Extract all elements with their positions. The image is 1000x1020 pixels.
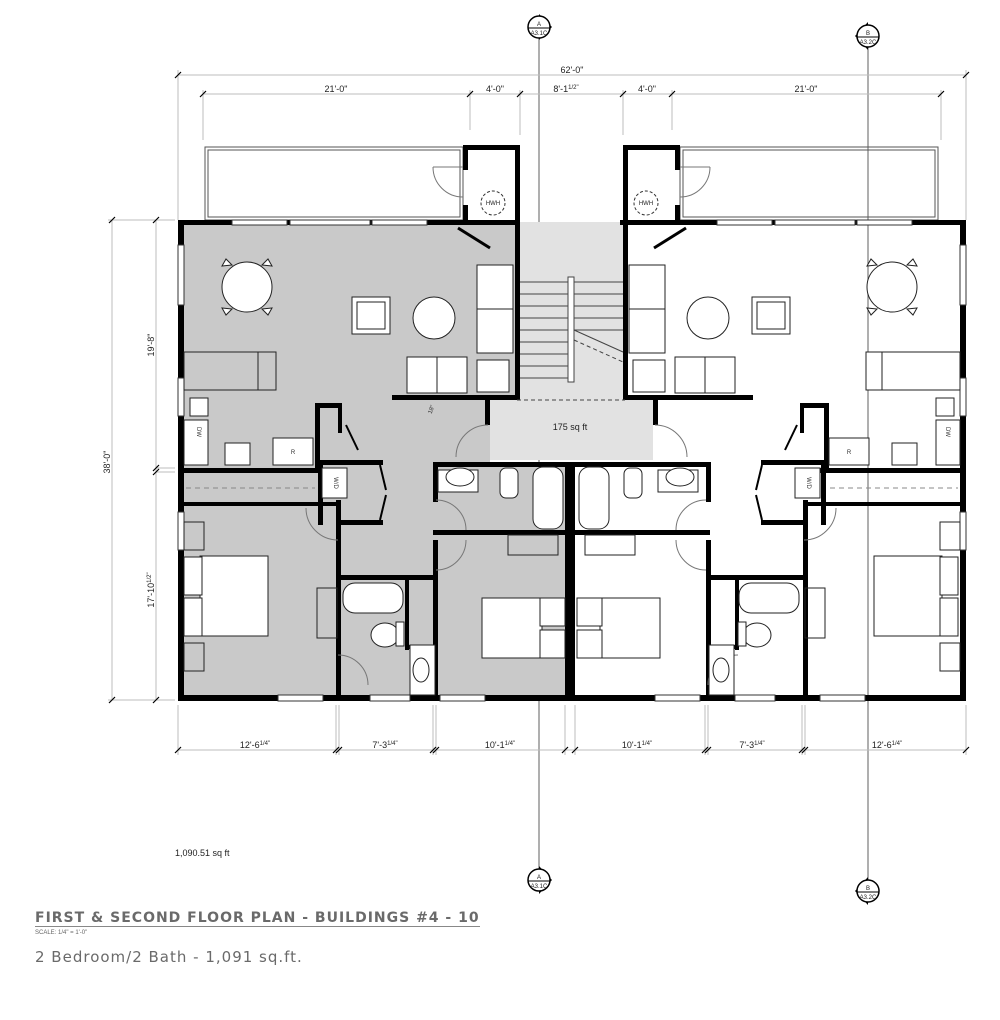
- furniture-left: [183, 258, 566, 696]
- dim-bottom-3-fraction: 1/4": [505, 741, 515, 747]
- section-b-bottom-id: B: [866, 886, 870, 892]
- dim-top-1: 21'-0": [325, 84, 348, 94]
- dim-top-3-main: 8'-1: [553, 84, 568, 94]
- dim-top-5: 21'-0": [795, 84, 818, 94]
- furniture-right: [576, 258, 961, 696]
- total-area-label: 1,090.51 sq ft: [175, 848, 230, 858]
- dim-bottom-1-main: 12'-6: [240, 740, 260, 750]
- section-a-bottom-id: A: [537, 875, 541, 881]
- stair-landing-area: 175 sq ft: [553, 422, 588, 432]
- section-a-sheet: A3.1C: [531, 31, 548, 37]
- drawing-scale: SCALE: 1/4" = 1'-0": [35, 930, 88, 936]
- dim-bottom-1: 12'-61/4": [240, 740, 270, 750]
- dim-bottom-5-main: 7'-3: [739, 740, 754, 750]
- dim-left-2-main: 17'-10: [146, 583, 156, 608]
- unit-description: 2 Bedroom/2 Bath - 1,091 sq.ft.: [35, 948, 303, 966]
- windows: [177, 219, 967, 702]
- dim-bottom-2: 7'-31/4": [372, 740, 397, 750]
- balcony-right: [679, 146, 939, 221]
- section-marker-b-top: B A3.2C: [855, 22, 880, 50]
- water-heater-right: HWH: [633, 190, 659, 216]
- dim-bottom-4-fraction: 1/4": [642, 741, 652, 747]
- dim-overall-width: 62'-0": [561, 65, 584, 75]
- dim-bottom-6: 12'-61/4": [872, 740, 902, 750]
- section-marker-b-bottom: B A3.2C: [855, 877, 880, 905]
- dim-left-2-fraction: 1/2": [147, 572, 153, 582]
- section-b-id: B: [866, 31, 870, 37]
- dishwasher-label-right: DW: [944, 427, 950, 437]
- balcony-left: [204, 146, 464, 221]
- section-a-bottom-sheet: A3.1C: [531, 884, 548, 890]
- drawing-title: FIRST & SECOND FLOOR PLAN - BUILDINGS #4…: [35, 910, 480, 927]
- clearance-dimension: 18": [428, 404, 437, 414]
- dimension-lines: [108, 70, 967, 755]
- section-a-id: A: [537, 22, 541, 28]
- staircase: [517, 276, 625, 401]
- dim-bottom-5-fraction: 1/4": [754, 741, 764, 747]
- dim-bottom-6-fraction: 1/4": [892, 741, 902, 747]
- dim-top-3: 8'-11/2": [553, 84, 578, 94]
- dim-bottom-4-main: 10'-1: [622, 740, 642, 750]
- water-heater-left: HWH: [480, 190, 506, 216]
- dim-top-4: 4'-0": [638, 84, 656, 94]
- washer-dryer-label-right: W/D: [805, 477, 811, 489]
- dim-bottom-3-main: 10'-1: [485, 740, 505, 750]
- dim-top-3-fraction: 1/2": [568, 85, 578, 91]
- dim-bottom-2-main: 7'-3: [372, 740, 387, 750]
- section-marker-a-top: A A3.1C: [527, 14, 552, 40]
- hwh-label-right: HWH: [639, 201, 653, 207]
- dim-bottom-3: 10'-11/4": [485, 740, 515, 750]
- hwh-label-left: HWH: [486, 201, 500, 207]
- dim-bottom-4: 10'-11/4": [622, 740, 652, 750]
- dim-bottom-6-main: 12'-6: [872, 740, 892, 750]
- washer-dryer-label-left: W/D: [332, 477, 338, 489]
- refrigerator-label-right: R: [847, 450, 852, 456]
- dim-bottom-5: 7'-31/4": [739, 740, 764, 750]
- dim-left-2: 17'-101/2": [146, 572, 156, 607]
- section-marker-a-bottom: A A3.1C: [527, 866, 552, 894]
- dimension-ticks: [108, 71, 970, 754]
- section-b-bottom-sheet: A3.2C: [860, 895, 877, 901]
- section-b-sheet: A3.2C: [860, 40, 877, 46]
- refrigerator-label-left: R: [291, 450, 296, 456]
- dim-top-2: 4'-0": [486, 84, 504, 94]
- dim-left-1: 19'-8": [146, 334, 156, 357]
- dim-bottom-2-fraction: 1/4": [387, 741, 397, 747]
- dim-bottom-1-fraction: 1/4": [260, 741, 270, 747]
- dishwasher-label-left: DW: [195, 427, 201, 437]
- dim-overall-depth: 38'-0": [102, 451, 112, 474]
